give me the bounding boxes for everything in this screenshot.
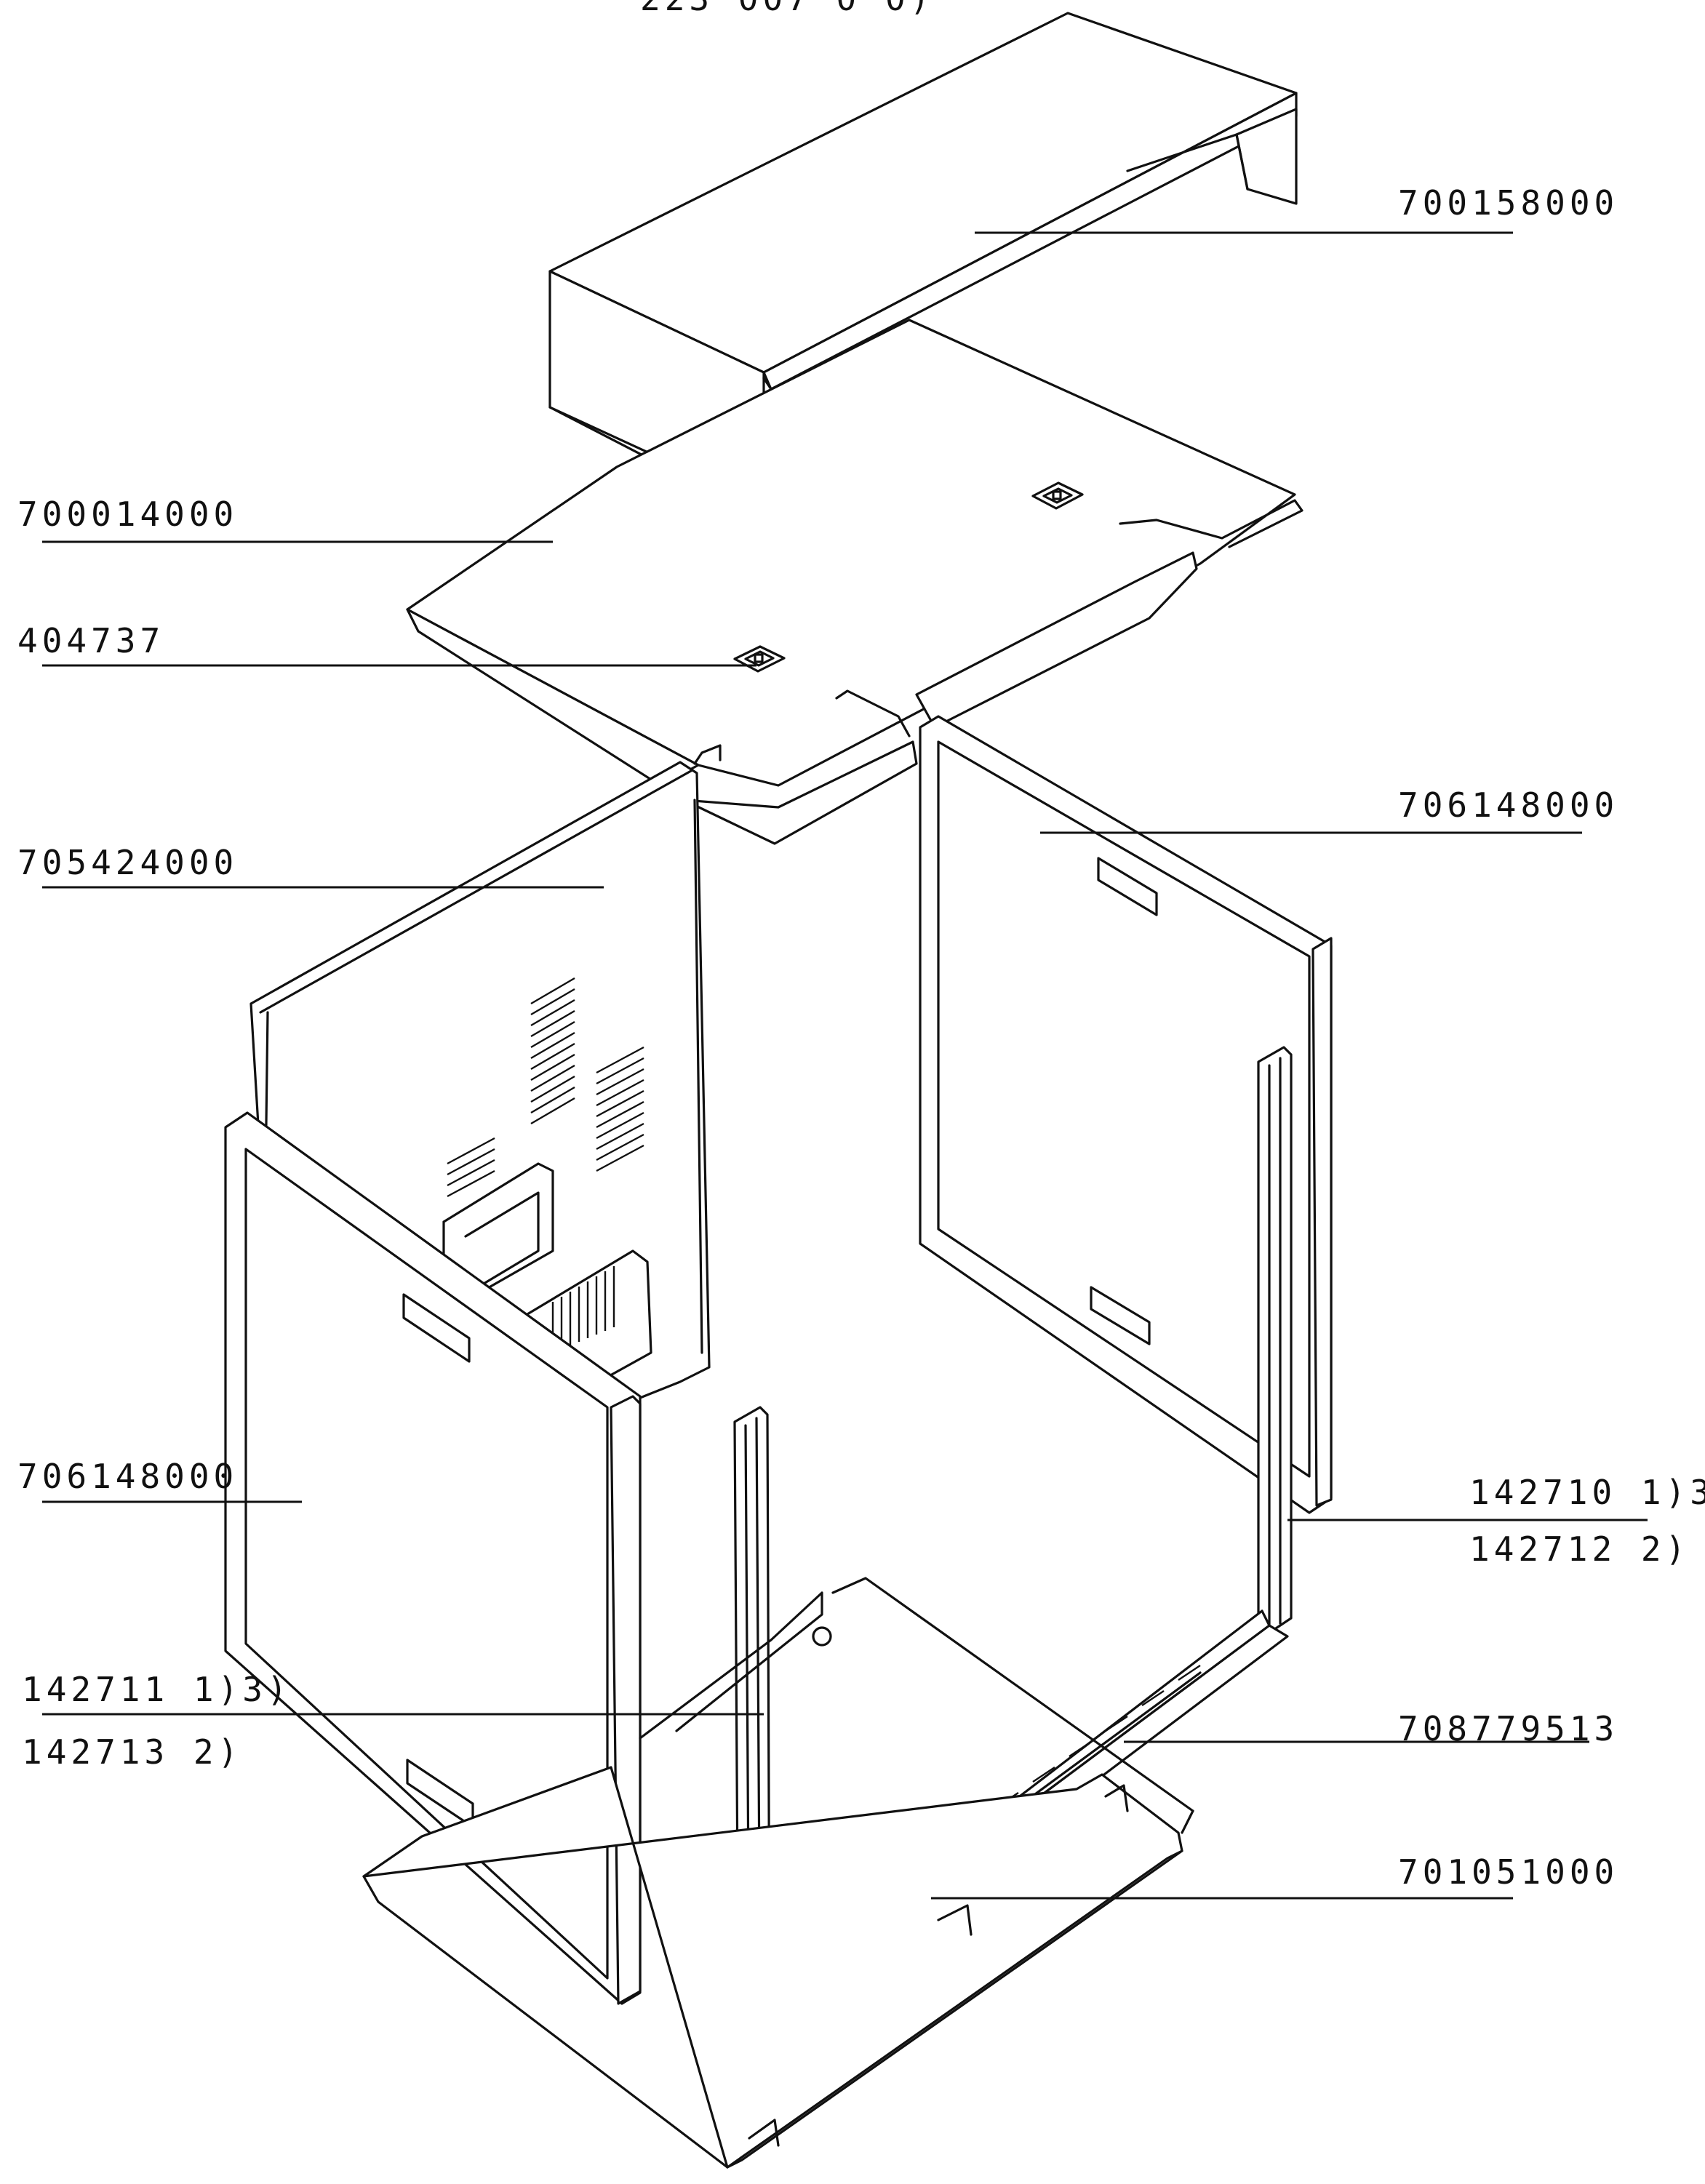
top-plate-part (406, 319, 1303, 845)
label-base-plate: 701051000 (1398, 1852, 1618, 1892)
label-left-strip-line2: 142713 2) (22, 1732, 242, 1772)
right-strip-part (1257, 1046, 1293, 1634)
label-top-cover: 700158000 (1398, 183, 1618, 223)
label-right-side-panel: 706148000 (1398, 785, 1618, 825)
right-side-panel-part (919, 715, 1333, 1514)
label-top-plate: 700014000 (17, 495, 238, 534)
base-plate-part (362, 1577, 1194, 2169)
label-right-strip-line1: 142710 1)3 (1469, 1473, 1705, 1512)
header-fragment: 223 007 0 0) (640, 0, 934, 18)
label-plug: 404737 (17, 621, 164, 660)
label-back-panel: 705424000 (17, 843, 238, 882)
label-left-side-panel: 706148000 (17, 1457, 238, 1496)
label-left-strip-line1: 142711 1)3) (22, 1670, 292, 1709)
vent-slots (447, 977, 644, 1198)
leader-lines (42, 231, 1648, 1900)
label-bottom-rail: 708779513 (1398, 1709, 1618, 1748)
left-side-panel-part (224, 1111, 642, 2005)
plug-icon (1031, 481, 1084, 510)
label-right-strip-line2: 142712 2) (1469, 1529, 1690, 1569)
top-cover-part (548, 12, 1298, 519)
